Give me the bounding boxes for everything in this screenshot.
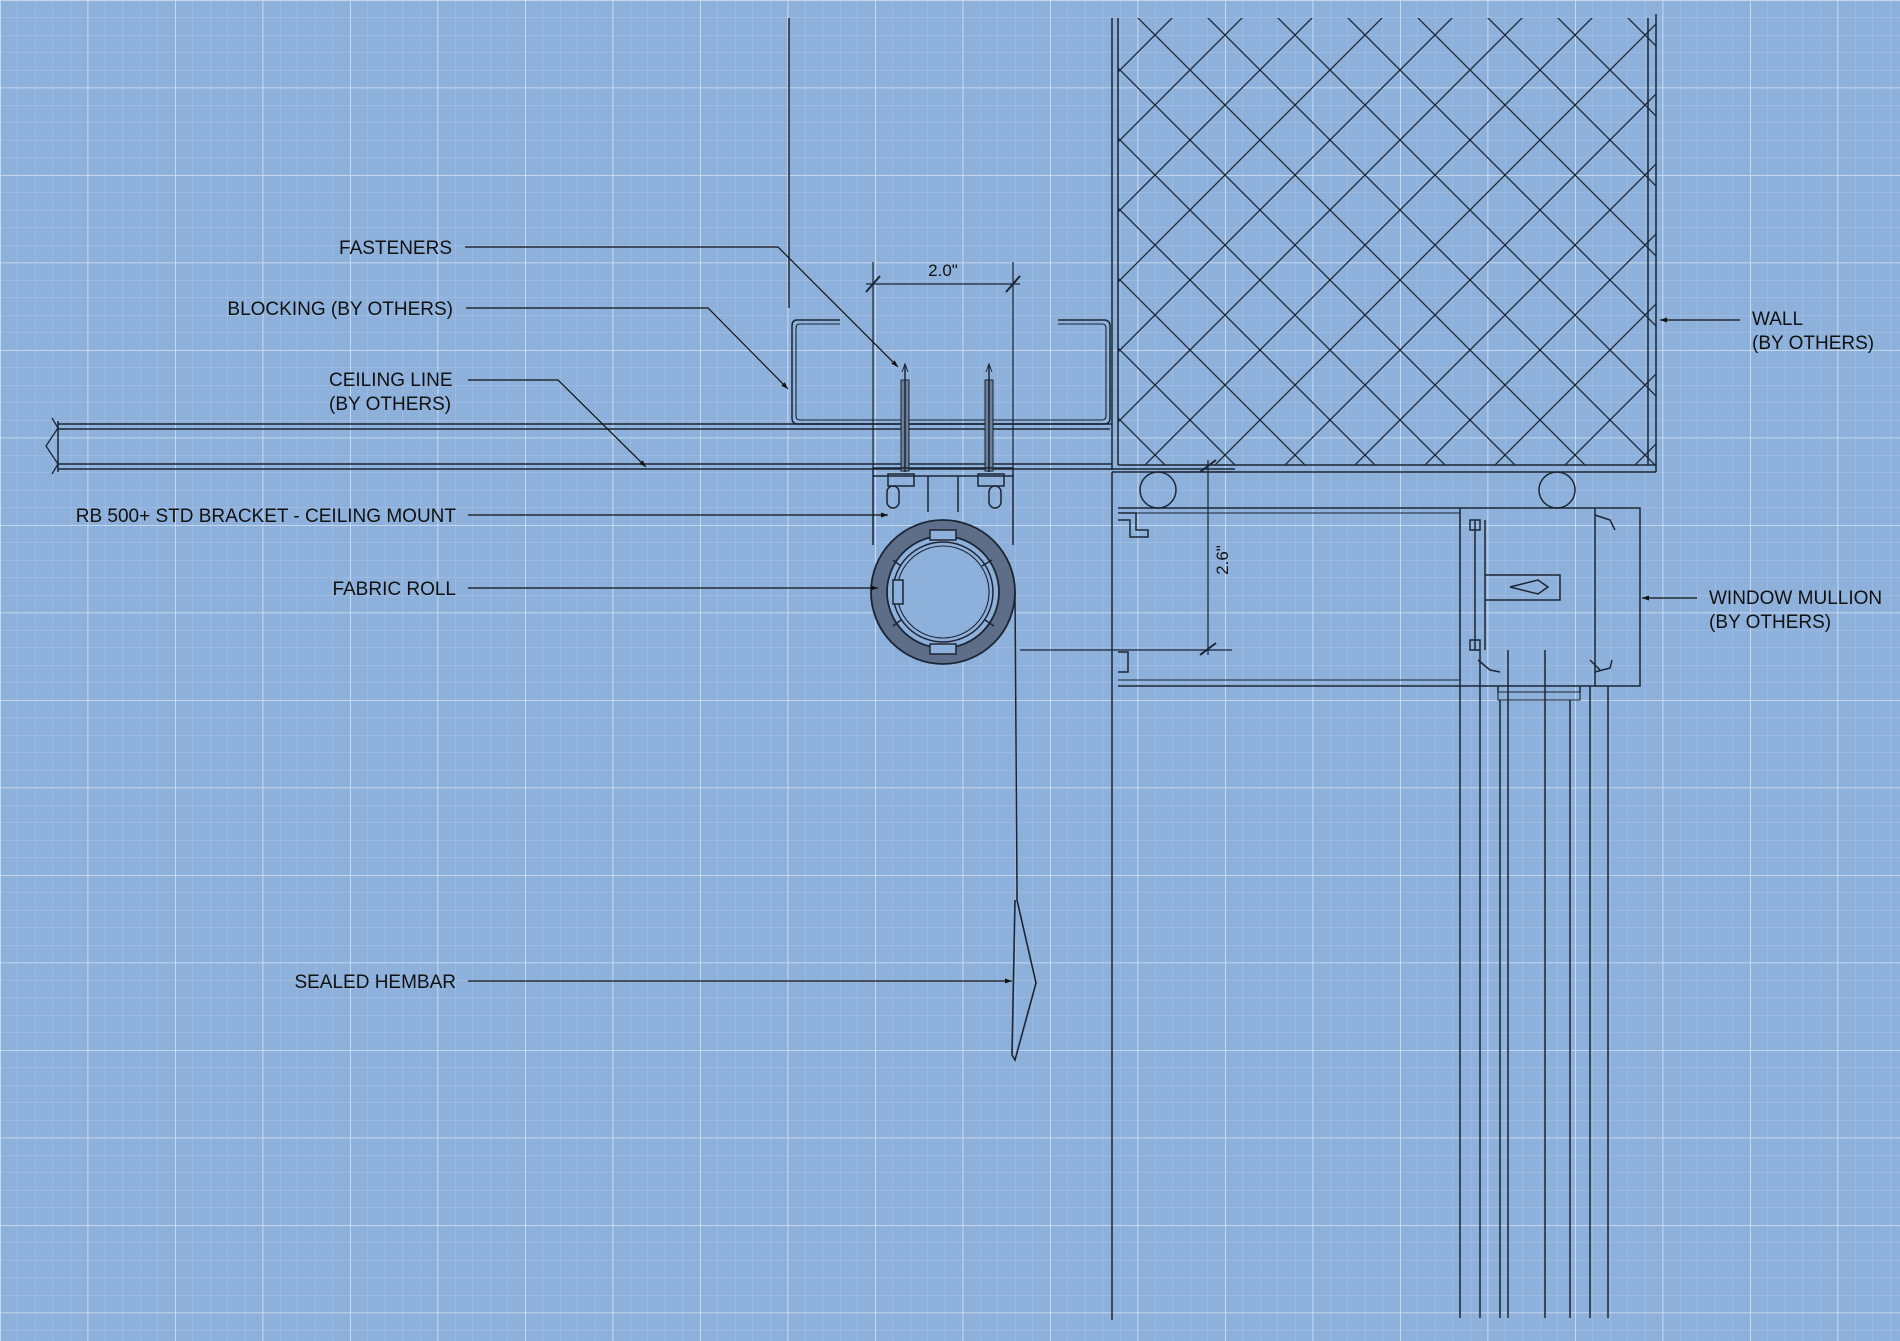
label-ceiling-line-2: (BY OTHERS) (329, 394, 451, 415)
wall (1111, 14, 1657, 473)
sealed-hembar (1011, 890, 1037, 1063)
label-blocking: BLOCKING (BY OTHERS) (227, 299, 453, 320)
label-mullion-2: (BY OTHERS) (1709, 612, 1831, 633)
label-bracket: RB 500+ STD BRACKET - CEILING MOUNT (76, 506, 457, 527)
label-wall-2: (BY OTHERS) (1752, 333, 1874, 354)
leader-lines (465, 246, 1740, 984)
fasteners (900, 362, 994, 472)
label-mullion-1: WINDOW MULLION (1709, 588, 1882, 609)
label-wall-1: WALL (1752, 309, 1803, 330)
fabric-roll (870, 519, 1016, 665)
dimension-mullion-clearance (1020, 459, 1232, 656)
bracket (872, 467, 1014, 545)
dimension-bracket-width (865, 262, 1021, 470)
leader-fasteners (465, 246, 899, 368)
leader-ceiling-line (468, 379, 647, 468)
label-ceiling-line-1: CEILING LINE (329, 370, 453, 391)
dimension-label-bracket-width: 2.0" (928, 261, 958, 280)
labels: FASTENERS BLOCKING (BY OTHERS) CEILING L… (76, 238, 1882, 993)
label-fasteners: FASTENERS (339, 238, 452, 259)
dimension-label-mullion-clearance: 2.6" (1213, 545, 1232, 575)
ceiling (45, 417, 1235, 475)
window-mullion (1111, 471, 1641, 1320)
fabric-drop (1014, 591, 1018, 891)
leader-blocking (466, 307, 789, 390)
label-fabric-roll: FABRIC ROLL (332, 579, 456, 600)
blocking-channel (791, 319, 1111, 425)
label-sealed-hembar: SEALED HEMBAR (294, 972, 456, 993)
